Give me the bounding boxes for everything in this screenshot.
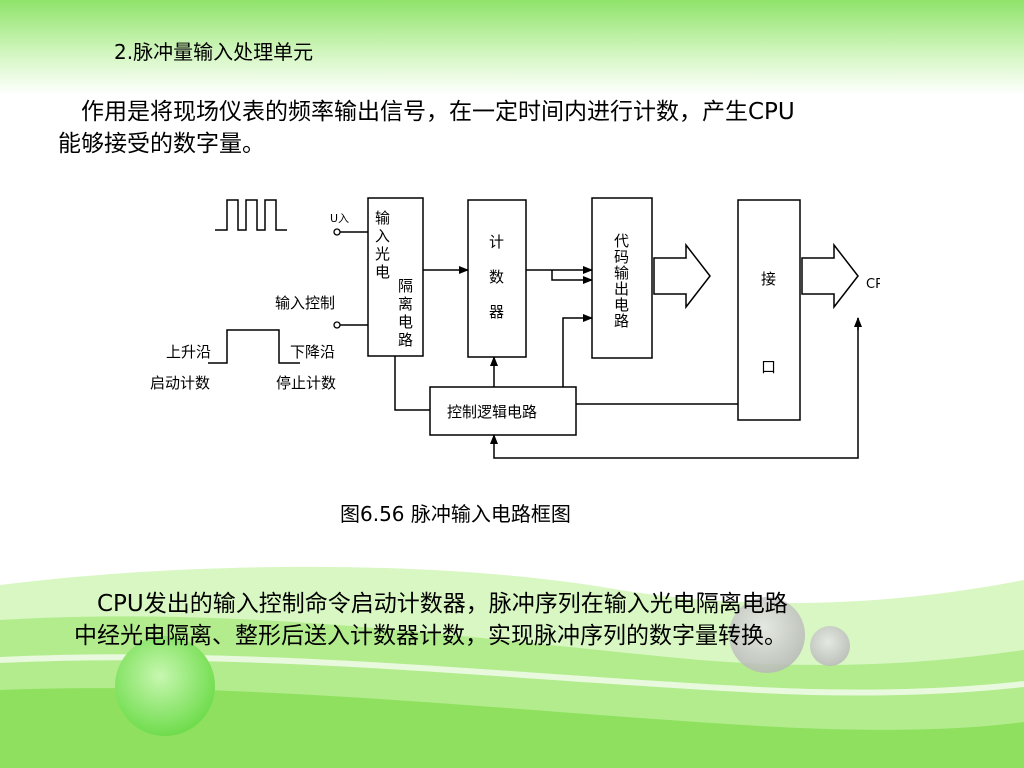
code-output-text-2: 码 — [614, 248, 629, 266]
counter-text-1: 计 — [489, 233, 504, 251]
summary-line-1-text: CPU发出的输入控制命令启动计数器，脉冲序列在输入光电隔离电路 — [97, 591, 788, 617]
control-logic-text: 控制逻辑电路 — [447, 403, 537, 421]
isolation-text-b-3: 电 — [398, 313, 413, 331]
interface-text-2: 口 — [761, 358, 776, 376]
intro-line-1: 作用是将现场仪表的频率输出信号，在一定时间内进行计数，产生CPU — [58, 96, 988, 128]
pulse-train-waveform — [215, 199, 287, 231]
bottom-wave-dark — [0, 688, 1024, 768]
figure-caption: 图6.56 脉冲输入电路框图 — [340, 502, 571, 526]
isolation-text-b-1: 隔 — [398, 277, 413, 295]
stop-count-label: 停止计数 — [276, 374, 336, 392]
summary-line-1: CPU发出的输入控制命令启动计数器，脉冲序列在输入光电隔离电路 — [74, 588, 974, 620]
summary-paragraph: CPU发出的输入控制命令启动计数器，脉冲序列在输入光电隔离电路 中经光电隔离、整… — [74, 588, 974, 652]
counter-text-2: 数 — [489, 268, 504, 286]
counter-text-3: 器 — [489, 303, 504, 321]
section-heading: 2.脉冲量输入处理单元 — [114, 40, 314, 64]
code-output-text-4: 出 — [614, 280, 629, 298]
u-in-label: U入 — [330, 212, 349, 225]
hollow-arrow-to-cpu — [801, 242, 859, 310]
intro-paragraph: 作用是将现场仪表的频率输出信号，在一定时间内进行计数，产生CPU 能够接受的数字… — [58, 96, 988, 160]
summary-line-2: 中经光电隔离、整形后送入计数器计数，实现脉冲序列的数字量转换。 — [74, 623, 787, 649]
control-logic-block — [429, 386, 577, 436]
code-output-text-3: 输 — [614, 264, 629, 282]
interface-text-1: 接 — [761, 270, 776, 288]
cpu-label: CPU — [866, 277, 880, 292]
input-control-label: 输入控制 — [275, 294, 335, 312]
u-in-terminal — [333, 228, 341, 236]
intro-line-1-text: 作用是将现场仪表的频率输出信号，在一定时间内进行计数，产生CPU — [81, 99, 795, 125]
code-output-text-1: 代 — [614, 232, 629, 250]
gray-bubble-large — [729, 597, 805, 673]
falling-edge-label: 下降沿 — [290, 343, 335, 361]
gray-bubble-small — [810, 626, 850, 666]
isolation-text-b-4: 路 — [398, 331, 413, 349]
hollow-arrow-to-interface — [653, 242, 711, 310]
isolation-text-a-2: 入 — [375, 227, 390, 245]
isolation-text-b-2: 离 — [398, 295, 413, 313]
top-gradient-band — [0, 0, 1024, 95]
intro-line-2: 能够接受的数字量。 — [58, 131, 265, 157]
feedback-loop-arrow — [490, 318, 859, 459]
rising-edge-label: 上升沿 — [166, 343, 211, 361]
interface-block — [737, 199, 801, 421]
line-isolation-to-logic — [394, 356, 430, 411]
isolation-text-a-1: 输 — [375, 209, 390, 227]
arrow-logic-to-code-output — [562, 314, 593, 387]
input-control-terminal — [333, 321, 341, 329]
code-output-text-6: 路 — [614, 312, 629, 330]
code-output-text-5: 电 — [614, 296, 629, 314]
start-count-label: 启动计数 — [150, 374, 210, 392]
line-counter-to-logic — [551, 270, 593, 284]
green-bubble — [115, 636, 215, 736]
isolation-text-a-4: 电 — [375, 263, 390, 281]
isolation-text-a-3: 光 — [375, 245, 390, 263]
pulse-input-block-diagram: U入 输入控制 上升沿 下降沿 启动计数 停止计数 CPU 输 入 光 电 隔 … — [150, 197, 880, 459]
control-signal-waveform — [208, 329, 300, 364]
